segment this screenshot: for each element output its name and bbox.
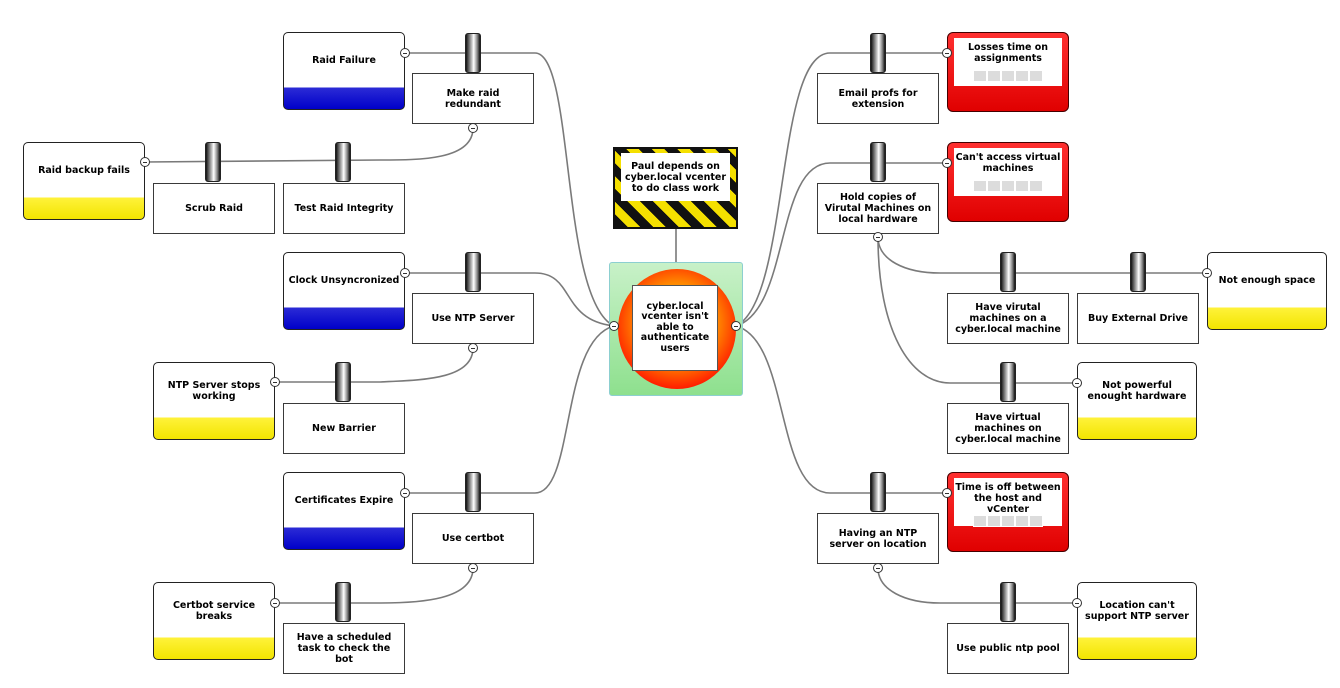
risk-scale	[973, 180, 1043, 192]
barrier-icon	[205, 142, 221, 182]
consequence-time-off[interactable]: Time is off between the host and vCenter	[947, 472, 1069, 552]
hazard[interactable]: Paul depends on cyber.local vcenter to d…	[613, 147, 738, 229]
barrier-having-ntp[interactable]: Having an NTP server on location	[817, 513, 939, 564]
threat-not-enough-space[interactable]: Not enough space	[1207, 252, 1327, 330]
barrier-icon	[465, 472, 481, 512]
collapse-toggle[interactable]	[942, 48, 952, 58]
barrier-test-raid-integrity[interactable]: Test Raid Integrity	[283, 183, 405, 234]
barrier-new-barrier[interactable]: New Barrier	[283, 403, 405, 454]
collapse-toggle[interactable]	[140, 157, 150, 167]
collapse-toggle[interactable]	[731, 321, 741, 331]
barrier-have-vms-cyber[interactable]: Have virutal machines on a cyber.local m…	[947, 293, 1069, 344]
threat-label: Certbot service breaks	[172, 599, 256, 622]
barrier-icon	[1000, 362, 1016, 402]
collapse-toggle[interactable]	[468, 563, 478, 573]
threat-certs-expire[interactable]: Certificates Expire	[283, 472, 405, 550]
barrier-icon	[870, 33, 886, 73]
barrier-icon	[335, 142, 351, 182]
barrier-use-public-ntp[interactable]: Use public ntp pool	[947, 623, 1069, 674]
threat-label: Not powerful enought hardware	[1087, 379, 1187, 402]
barrier-email-profs[interactable]: Email profs for extension	[817, 73, 939, 124]
threat-certbot-breaks[interactable]: Certbot service breaks	[153, 582, 275, 660]
collapse-toggle[interactable]	[1202, 268, 1212, 278]
barrier-have-vms-on-cyber[interactable]: Have virtual machines on cyber.local mac…	[947, 403, 1069, 454]
collapse-toggle[interactable]	[873, 232, 883, 242]
threat-label: Certificates Expire	[294, 495, 394, 507]
collapse-toggle[interactable]	[942, 488, 952, 498]
top-event-label: cyber.local vcenter isn't able to authen…	[632, 285, 718, 371]
consequence-label: Time is off between the host and vCenter	[955, 482, 1061, 515]
consequence-losses-time[interactable]: Losses time on assignments	[947, 32, 1069, 112]
barrier-buy-external-drive[interactable]: Buy External Drive	[1077, 293, 1199, 344]
collapse-toggle[interactable]	[942, 158, 952, 168]
threat-raid-failure[interactable]: Raid Failure	[283, 32, 405, 110]
collapse-toggle[interactable]	[468, 123, 478, 133]
collapse-toggle[interactable]	[270, 598, 280, 608]
barrier-icon	[1000, 252, 1016, 292]
collapse-toggle[interactable]	[400, 488, 410, 498]
barrier-icon	[1000, 582, 1016, 622]
hazard-label: Paul depends on cyber.local vcenter to d…	[621, 153, 730, 201]
barrier-icon	[1130, 252, 1146, 292]
threat-label: Raid backup fails	[38, 165, 130, 177]
collapse-toggle[interactable]	[1072, 378, 1082, 388]
threat-raid-backup-fails[interactable]: Raid backup fails	[23, 142, 145, 220]
barrier-hold-copies[interactable]: Hold copies of Virutal Machines on local…	[817, 183, 939, 234]
barrier-icon	[465, 33, 481, 73]
collapse-toggle[interactable]	[400, 48, 410, 58]
barrier-use-ntp-server[interactable]: Use NTP Server	[412, 293, 534, 344]
threat-label: Raid Failure	[312, 55, 376, 67]
threat-ntp-stops[interactable]: NTP Server stops working	[153, 362, 275, 440]
barrier-use-certbot[interactable]: Use certbot	[412, 513, 534, 564]
threat-location-cant[interactable]: Location can't support NTP server	[1077, 582, 1197, 660]
collapse-toggle[interactable]	[873, 563, 883, 573]
barrier-scheduled-task[interactable]: Have a scheduled task to check the bot	[283, 623, 405, 674]
collapse-toggle[interactable]	[400, 268, 410, 278]
collapse-toggle[interactable]	[270, 377, 280, 387]
barrier-icon	[335, 582, 351, 622]
threat-label: Not enough space	[1218, 275, 1316, 287]
barrier-icon	[465, 252, 481, 292]
barrier-make-raid-redundant[interactable]: Make raid redundant	[412, 73, 534, 124]
consequence-label: Losses time on assignments	[967, 42, 1049, 64]
threat-label: NTP Server stops working	[167, 379, 261, 402]
collapse-toggle[interactable]	[1072, 598, 1082, 608]
risk-scale	[973, 70, 1043, 82]
barrier-scrub-raid[interactable]: Scrub Raid	[153, 183, 275, 234]
risk-scale	[973, 515, 1043, 527]
top-event[interactable]: cyber.local vcenter isn't able to authen…	[609, 262, 743, 396]
consequence-label: Can't access virtual machines	[955, 152, 1061, 174]
consequence-cant-access[interactable]: Can't access virtual machines	[947, 142, 1069, 222]
threat-label: Clock Unsyncronized	[288, 275, 400, 287]
barrier-icon	[870, 142, 886, 182]
collapse-toggle[interactable]	[609, 321, 619, 331]
barrier-icon	[335, 362, 351, 402]
threat-label: Location can't support NTP server	[1085, 599, 1189, 622]
threat-clock-unsync[interactable]: Clock Unsyncronized	[283, 252, 405, 330]
barrier-icon	[870, 472, 886, 512]
collapse-toggle[interactable]	[468, 343, 478, 353]
threat-not-powerful[interactable]: Not powerful enought hardware	[1077, 362, 1197, 440]
